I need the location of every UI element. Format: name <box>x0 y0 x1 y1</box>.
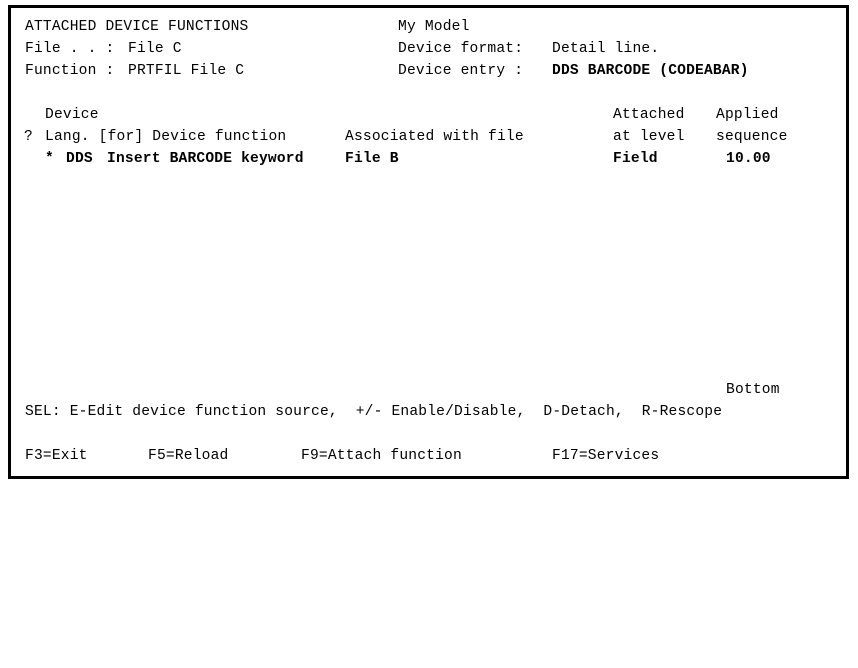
device-format-label: Device format: <box>398 41 524 57</box>
column-header-device: Device <box>45 107 99 123</box>
row-option-marker[interactable]: * <box>45 151 54 167</box>
header-line-function: Function : PRTFIL File C Device entry : … <box>11 60 846 82</box>
function-value: PRTFIL File C <box>128 63 245 79</box>
column-header-line-1: Device Attached Applied <box>11 104 846 126</box>
row-device-function: Insert BARCODE keyword <box>107 151 304 167</box>
function-key-f17-services[interactable]: F17=Services <box>552 448 660 464</box>
column-header-attached: Attached <box>613 107 685 123</box>
position-indicator: Bottom <box>726 382 780 398</box>
table-row[interactable]: * DDS Insert BARCODE keyword File B Fiel… <box>11 148 846 170</box>
device-entry-label: Device entry : <box>398 63 524 79</box>
function-key-f5-reload[interactable]: F5=Reload <box>148 448 229 464</box>
column-header-lang-device-function: Lang. [for] Device function <box>45 129 287 145</box>
function-label: Function : <box>25 63 115 79</box>
row-applied-sequence: 10.00 <box>726 151 771 167</box>
device-format-value: Detail line. <box>552 41 660 57</box>
selection-legend-line: SEL: E-Edit device function source, +/- … <box>11 401 846 423</box>
function-key-f9-attach-function[interactable]: F9=Attach function <box>301 448 462 464</box>
column-header-applied: Applied <box>716 107 779 123</box>
column-header-option: ? <box>24 129 33 145</box>
column-header-associated-with-file: Associated with file <box>345 129 524 145</box>
terminal-window-frame: ATTACHED DEVICE FUNCTIONS My Model File … <box>8 5 849 479</box>
row-attached-at-level: Field <box>613 151 658 167</box>
row-associated-with-file: File B <box>345 151 399 167</box>
terminal-surface: ATTACHED DEVICE FUNCTIONS My Model File … <box>11 8 846 476</box>
position-indicator-line: Bottom <box>11 379 846 401</box>
column-header-line-2: ? Lang. [for] Device function Associated… <box>11 126 846 148</box>
column-header-sequence: sequence <box>716 129 788 145</box>
model-label: My Model <box>398 19 470 35</box>
file-value: File C <box>128 41 182 57</box>
header-line-title: ATTACHED DEVICE FUNCTIONS My Model <box>11 16 846 38</box>
function-key-bar: F3=Exit F5=Reload F9=Attach function F17… <box>11 445 846 467</box>
page-title: ATTACHED DEVICE FUNCTIONS <box>25 19 249 35</box>
column-header-at-level: at level <box>613 129 685 145</box>
function-key-f3-exit[interactable]: F3=Exit <box>25 448 88 464</box>
device-entry-value: DDS BARCODE (CODEABAR) <box>552 63 749 79</box>
row-lang: DDS <box>66 151 93 167</box>
header-line-file: File . . : File C Device format: Detail … <box>11 38 846 60</box>
file-label: File . . : <box>25 41 115 57</box>
selection-legend: SEL: E-Edit device function source, +/- … <box>25 404 723 420</box>
